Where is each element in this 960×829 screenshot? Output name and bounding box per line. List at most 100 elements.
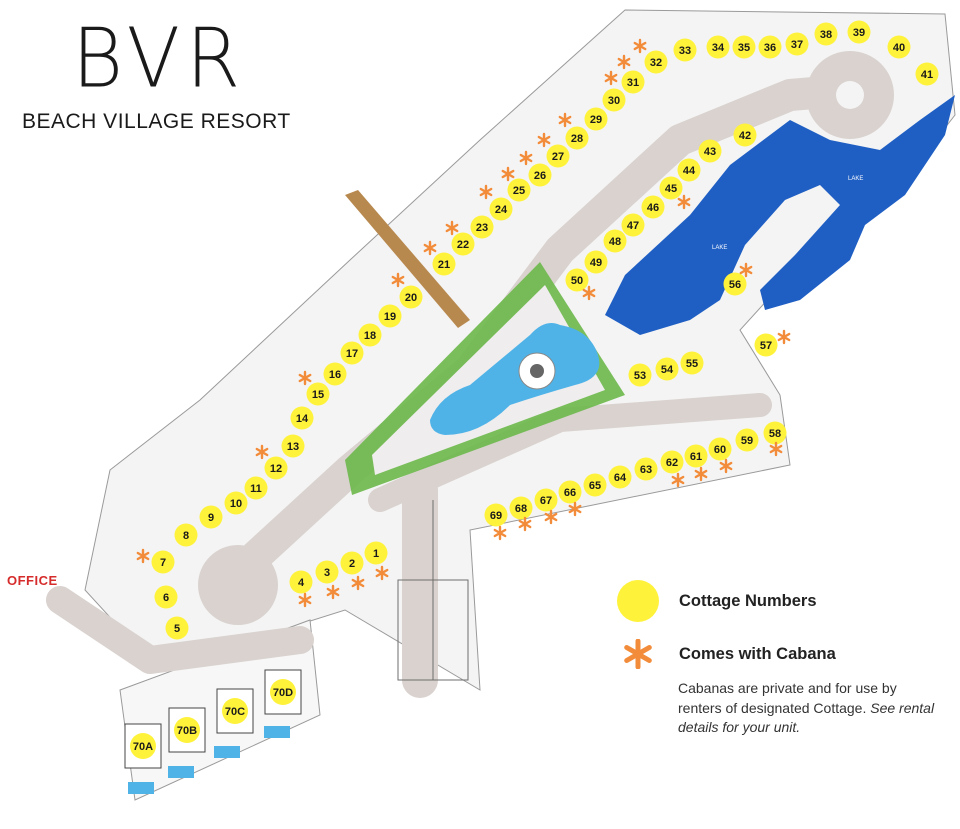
cottage-9: 9 bbox=[199, 505, 223, 529]
cottage-42: 42 bbox=[733, 123, 757, 147]
cottage-8: 8 bbox=[174, 523, 198, 547]
cottage-number-label: 15 bbox=[312, 389, 324, 401]
cottage-number-marker bbox=[684, 444, 708, 468]
cottage-29: 29 bbox=[584, 107, 608, 131]
cottage-number-marker bbox=[565, 268, 589, 292]
cottage-number-marker bbox=[754, 333, 778, 357]
cottage-number-label: 40 bbox=[893, 42, 905, 54]
cottage-number-marker bbox=[558, 480, 582, 504]
cottage-number-label: 64 bbox=[614, 472, 627, 484]
cottage-21: 21 bbox=[423, 240, 456, 276]
cottage-68: 68 bbox=[509, 496, 533, 532]
cottage-number-label: 3 bbox=[324, 567, 330, 579]
cabana-asterisk-icon bbox=[719, 458, 733, 474]
cottage-number-label: 58 bbox=[769, 428, 781, 440]
cottage-7: 7 bbox=[136, 548, 175, 574]
cottage-number-marker bbox=[528, 163, 552, 187]
cabana-asterisk-icon bbox=[519, 150, 533, 166]
cottage-number-label: 32 bbox=[650, 57, 662, 69]
cottage-number-marker bbox=[641, 195, 665, 219]
cottage-number-marker bbox=[130, 733, 156, 759]
cottage-number-label: 70D bbox=[273, 687, 293, 699]
cabana-asterisk-icon bbox=[671, 472, 685, 488]
cottage-number-label: 29 bbox=[590, 114, 602, 126]
cabana-asterisk-icon bbox=[777, 329, 791, 345]
lake-label-south: LAKE bbox=[712, 245, 727, 251]
cottage-number-label: 70A bbox=[133, 741, 153, 753]
cottage-4: 4 bbox=[289, 570, 313, 608]
cabana-asterisk-icon bbox=[568, 501, 582, 517]
cottage-number-label: 48 bbox=[609, 236, 621, 248]
cottage-70A: 70A bbox=[124, 723, 162, 769]
cottage-number-label: 11 bbox=[250, 483, 262, 495]
cottage-63: 63 bbox=[634, 457, 658, 481]
legend-cabana-label: Comes with Cabana bbox=[679, 644, 836, 663]
cottage-44: 44 bbox=[677, 158, 701, 182]
logo-title: BVR bbox=[72, 11, 247, 107]
cottage-number-label: 5 bbox=[174, 623, 180, 635]
cottage-number-marker bbox=[659, 176, 683, 200]
cabana-asterisk-icon bbox=[582, 285, 596, 301]
cottage-number-label: 41 bbox=[921, 69, 933, 81]
cottage-number-label: 27 bbox=[552, 151, 564, 163]
cottage-number-label: 43 bbox=[704, 146, 716, 158]
cottage-number-marker bbox=[814, 22, 838, 46]
cottage-33: 33 bbox=[673, 38, 697, 62]
cottage-70B: 70B bbox=[168, 707, 206, 753]
cottage-number-label: 24 bbox=[495, 204, 508, 216]
legend-cottage-label: Cottage Numbers bbox=[679, 591, 817, 610]
cottage-number-marker bbox=[399, 285, 423, 309]
cottage-number-marker bbox=[698, 139, 722, 163]
cottage-number-marker bbox=[628, 363, 652, 387]
cottage-number-label: 16 bbox=[329, 369, 341, 381]
cottage-dot-icon bbox=[617, 580, 659, 622]
cottage-number-label: 59 bbox=[741, 435, 753, 447]
cottage-number-marker bbox=[281, 434, 305, 458]
cabana-asterisk-icon bbox=[604, 70, 618, 86]
parking-lot bbox=[397, 500, 469, 681]
cottage-number-label: 49 bbox=[590, 257, 602, 269]
cabana-asterisk-icon bbox=[694, 466, 708, 482]
cottage-number-label: 45 bbox=[665, 183, 677, 195]
cottage-number-label: 69 bbox=[490, 510, 502, 522]
cottage-number-marker bbox=[451, 232, 475, 256]
cottage-number-label: 9 bbox=[208, 512, 214, 524]
cottage-number-label: 35 bbox=[738, 42, 750, 54]
cottage-number-marker bbox=[621, 70, 645, 94]
cottage-47: 47 bbox=[621, 213, 645, 237]
cottage-13: 13 bbox=[281, 434, 305, 458]
cottage-number-label: 38 bbox=[820, 29, 832, 41]
cottage-number-marker bbox=[270, 679, 296, 705]
cottage-57: 57 bbox=[754, 329, 791, 357]
cottage-28: 28 bbox=[558, 112, 589, 150]
pool-area bbox=[345, 262, 625, 495]
legend-cabana-row: Comes with Cabana bbox=[617, 633, 836, 675]
cottage-number-marker bbox=[680, 351, 704, 375]
cottage-number-label: 50 bbox=[571, 275, 583, 287]
cottage-1: 1 bbox=[364, 541, 389, 581]
cottage-number-label: 68 bbox=[515, 503, 527, 515]
cottage-number-marker bbox=[758, 35, 782, 59]
cottage-number-marker bbox=[323, 362, 347, 386]
cabana-asterisk-icon bbox=[255, 444, 269, 460]
cottage-64: 64 bbox=[608, 465, 632, 489]
cottage-number-label: 19 bbox=[384, 311, 396, 323]
cottage-number-label: 57 bbox=[760, 340, 772, 352]
cabana-asterisk-icon bbox=[617, 633, 659, 675]
cottage-number-label: 6 bbox=[163, 592, 169, 604]
cottage-number-label: 25 bbox=[513, 185, 525, 197]
cottage-30: 30 bbox=[602, 70, 626, 112]
cottage-number-marker bbox=[763, 421, 787, 445]
cottage-number-marker bbox=[534, 488, 558, 512]
cottage-number-label: 22 bbox=[457, 239, 469, 251]
cottage-number-marker bbox=[244, 476, 268, 500]
cottage-number-marker bbox=[723, 272, 747, 296]
cottage-number-label: 4 bbox=[298, 577, 305, 589]
cottage-70C: 70C bbox=[216, 688, 254, 734]
cottage-19: 19 bbox=[378, 304, 402, 328]
cottage-number-marker bbox=[306, 382, 330, 406]
cottage-number-label: 28 bbox=[571, 133, 583, 145]
cabana-note-text: Cabanas are private and for use by rente… bbox=[678, 680, 897, 716]
cottage-number-label: 2 bbox=[349, 558, 355, 570]
